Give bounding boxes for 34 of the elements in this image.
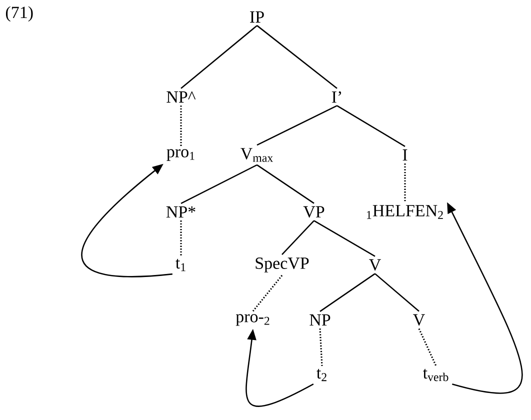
- dotted-line: [180, 106, 182, 146]
- tree-node-label: $_{1}$HELFEN$_{2}$: [367, 205, 443, 219]
- tree-node-label: I’: [332, 91, 342, 103]
- dotted-line: [180, 220, 182, 256]
- dotted-line: [418, 328, 437, 366]
- tree-branch: [256, 164, 314, 204]
- tree-node-label: V: [369, 259, 381, 271]
- dotted-line: [404, 164, 406, 202]
- tree-branch: [180, 164, 258, 204]
- tree-branch: [256, 25, 338, 89]
- tree-branch: [320, 273, 376, 312]
- tree-node-label: IP: [250, 11, 264, 23]
- tree-branch: [374, 273, 420, 312]
- tree-node-label: NP*: [166, 206, 196, 218]
- tree-node-label: t$_{verb}$: [422, 368, 448, 382]
- tree-branch: [336, 105, 406, 147]
- tree-node-label: NP: [310, 314, 330, 326]
- example-number: (71): [6, 6, 33, 22]
- dotted-line: [252, 274, 283, 312]
- tree-node-label: pro-$_{2}$: [236, 314, 270, 326]
- tree-node-label: t$_{2}$: [316, 368, 326, 382]
- tree-branch: [180, 25, 258, 89]
- tree-node-label: V$_{max}$: [240, 148, 273, 162]
- tree-branch: [314, 220, 376, 257]
- tree-node-label: NP^: [166, 91, 196, 103]
- tree-branch: [282, 220, 314, 255]
- tree-node-label: VP: [303, 206, 324, 218]
- tree-node-label: I: [402, 149, 408, 161]
- tree-node-label: pro$_{1}$: [166, 149, 194, 161]
- dotted-line: [319, 328, 323, 366]
- tree-node-label: V: [413, 314, 425, 326]
- tree-node-label: t$_{1}$: [176, 258, 186, 272]
- tree-branch: [256, 105, 338, 146]
- tree-node-label: SpecVP: [256, 258, 309, 272]
